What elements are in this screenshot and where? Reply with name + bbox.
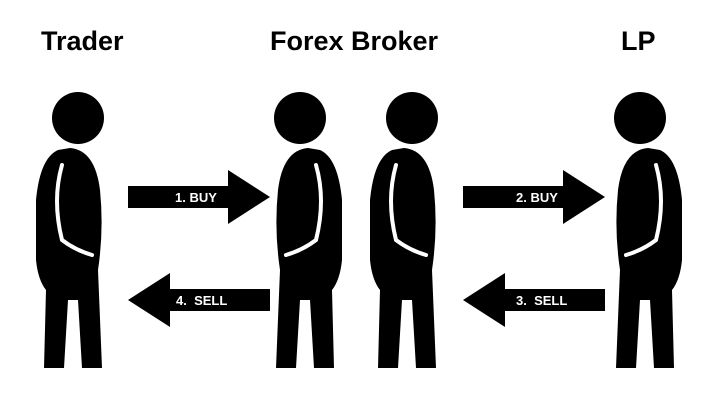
- arrow-buy-2-label: 2. BUY: [516, 190, 558, 205]
- lp-label: LP: [621, 26, 656, 56]
- trader-label: Trader: [41, 26, 124, 56]
- broker-label: Forex Broker: [270, 26, 439, 56]
- arrow-sell-4-icon: 4. SELL: [128, 273, 270, 327]
- arrow-buy-1-label: 1. BUY: [175, 190, 217, 205]
- arrow-sell-3-icon: 3. SELL: [463, 273, 605, 327]
- arrow-buy-1-icon: 1. BUY: [128, 170, 270, 224]
- broker-figure-left-icon: [274, 92, 342, 368]
- trader-figure-icon: [36, 92, 104, 368]
- arrow-sell-4-label: 4. SELL: [176, 293, 227, 308]
- arrow-sell-3-label: 3. SELL: [516, 293, 567, 308]
- broker-figure-right-icon: [370, 92, 438, 368]
- lp-figure-icon: [614, 92, 682, 368]
- arrow-buy-2-icon: 2. BUY: [463, 170, 605, 224]
